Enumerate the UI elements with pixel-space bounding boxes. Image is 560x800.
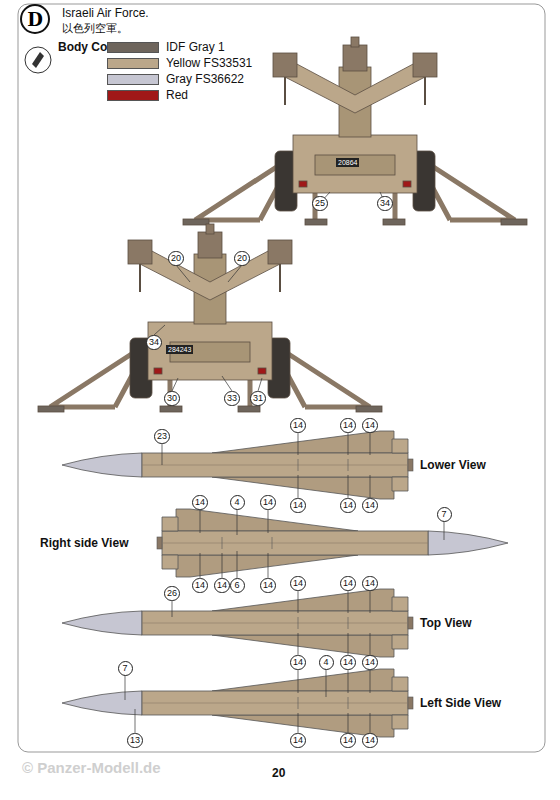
callout-number: 4 — [230, 495, 245, 510]
callout-number: 14 — [340, 733, 356, 748]
view-label: Right side View — [40, 536, 128, 550]
callout-number: 30 — [164, 391, 180, 406]
legend-text: Gray FS36622 — [166, 72, 244, 86]
title-text: Israeli Air Force. — [62, 6, 149, 20]
callout-number: 26 — [164, 586, 180, 601]
callout-number: 20 — [168, 251, 184, 266]
callout-number: 34 — [146, 335, 162, 350]
view-label: Lower View — [420, 458, 486, 472]
callout-number: 14 — [340, 655, 356, 670]
section-letter: D — [27, 9, 43, 30]
callout-number: 25 — [312, 196, 328, 211]
callout-number: 33 — [224, 391, 240, 406]
callout-number: 4 — [319, 655, 334, 670]
callout-number: 14 — [260, 495, 276, 510]
color-swatch — [107, 58, 159, 69]
callout-number: 14 — [290, 733, 306, 748]
view-label: Top View — [420, 616, 472, 630]
callout-number: 34 — [377, 196, 393, 211]
callout-number: 14 — [362, 733, 378, 748]
callout-number: 7 — [118, 661, 133, 676]
callout-number: 20 — [234, 251, 250, 266]
callout-number: 23 — [154, 429, 170, 444]
callout-number: 14 — [362, 576, 378, 591]
color-swatch — [107, 74, 159, 85]
callout-number: 14 — [290, 576, 306, 591]
watermark: © Panzer-Modell.de — [22, 759, 161, 776]
callout-number: 14 — [362, 498, 378, 513]
page-number: 20 — [272, 766, 285, 780]
decal-number: 20864 — [336, 158, 359, 167]
callout-number: 14 — [192, 578, 208, 593]
callout-number: 7 — [437, 507, 452, 522]
subtitle-text: 以色列空軍。 — [62, 21, 128, 36]
callout-number: 14 — [340, 498, 356, 513]
color-swatch — [107, 42, 159, 53]
legend-text: IDF Gray 1 — [166, 40, 225, 54]
callout-number: 14 — [290, 655, 306, 670]
view-label: Left Side View — [420, 696, 501, 710]
callout-number: 14 — [260, 578, 276, 593]
callout-number: 14 — [192, 495, 208, 510]
callout-number: 14 — [290, 418, 306, 433]
callout-number: 14 — [340, 418, 356, 433]
decal-number: 284243 — [166, 345, 193, 354]
callout-number: 31 — [250, 391, 266, 406]
legend-text: Red — [166, 88, 188, 102]
callout-number: 14 — [290, 498, 306, 513]
callout-number: 14 — [362, 655, 378, 670]
callout-number: 6 — [230, 578, 245, 593]
legend-text: Yellow FS33531 — [166, 56, 252, 70]
color-swatch — [107, 90, 159, 101]
callout-number: 13 — [127, 733, 143, 748]
section-letter-circle: D — [20, 4, 50, 34]
callout-number: 14 — [362, 418, 378, 433]
callout-number: 14 — [214, 578, 230, 593]
callout-number: 14 — [340, 576, 356, 591]
